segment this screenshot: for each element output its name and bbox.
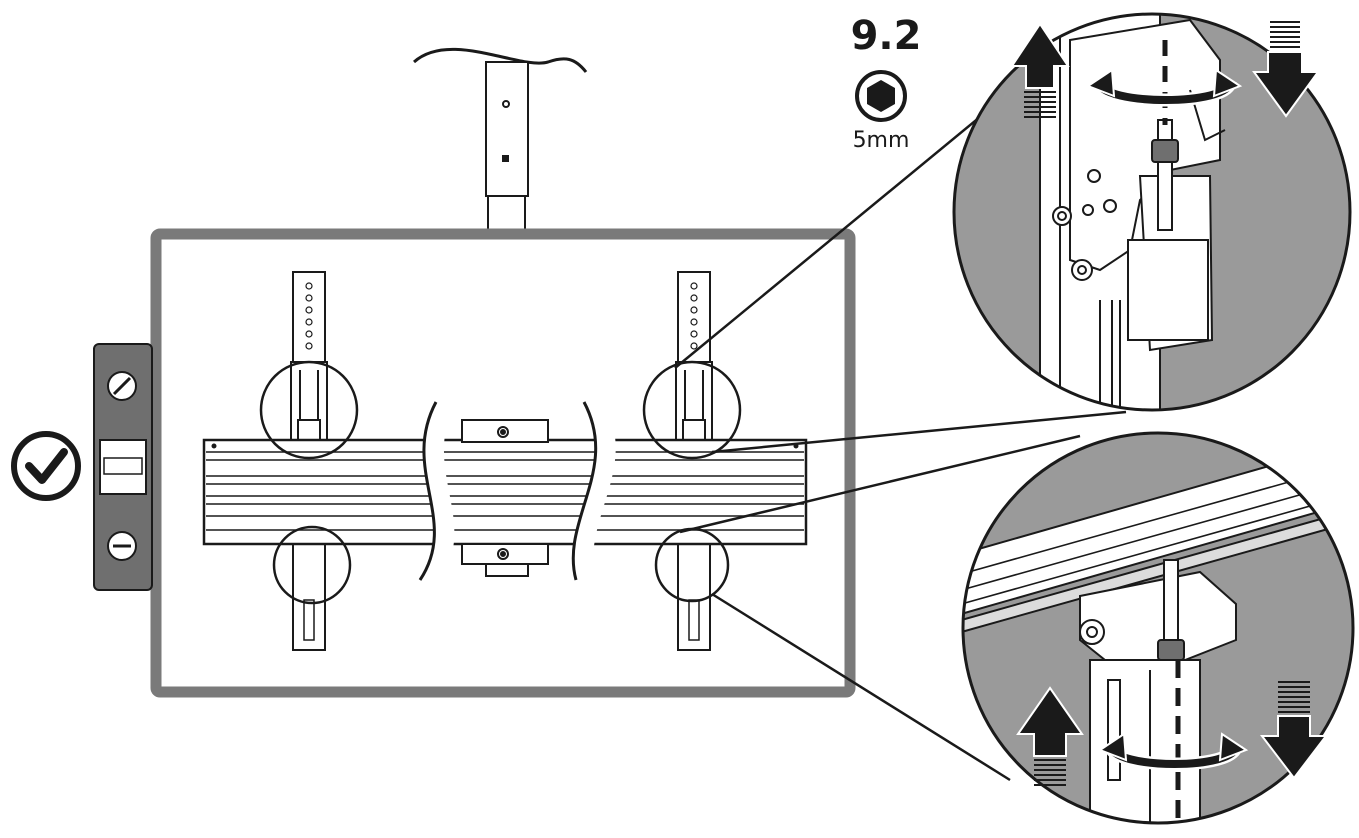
rail-break-lines (418, 401, 616, 581)
hex-key-icon (855, 70, 907, 122)
spirit-level-icon (93, 343, 153, 591)
arrow-down-icon (1259, 681, 1329, 780)
checkmark-icon (11, 431, 81, 501)
rotate-icon (1097, 732, 1249, 771)
center-clamp (461, 419, 549, 577)
detail-callout-circles (259, 360, 742, 605)
rotate-icon (1085, 68, 1243, 107)
arrow-up-icon (1010, 22, 1070, 118)
step-number: 9.2 (850, 13, 922, 59)
arrow-up-icon (1016, 686, 1084, 786)
ceiling-break-line (413, 47, 588, 73)
arrow-down-icon (1252, 21, 1320, 118)
callout-leader-lines (674, 83, 1127, 782)
hex-key-size-label: 5mm (852, 128, 910, 153)
